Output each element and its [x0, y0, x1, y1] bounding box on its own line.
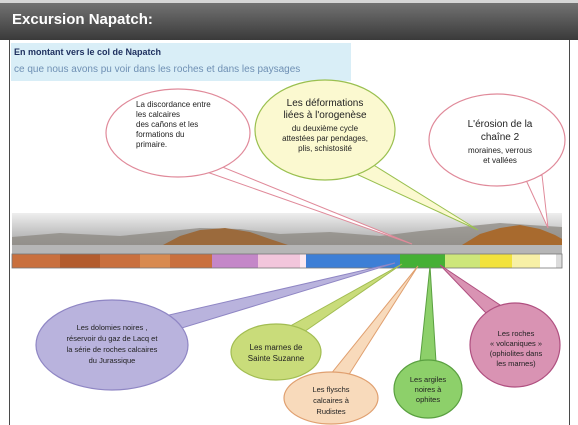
callout-roches-line: les marnes)	[496, 359, 536, 368]
callout-dolomies-bubble	[35, 299, 189, 391]
intro-band: En montant vers le col de Napatch ce que…	[11, 43, 351, 81]
slide-title: Excursion Napatch:	[12, 11, 153, 28]
marnes-pointer	[281, 263, 403, 335]
callout-erosion-bubble	[428, 93, 566, 187]
callout-erosion: L'érosion de la chaîne 2 moraines, verro…	[428, 93, 566, 187]
strata-light-green	[445, 254, 480, 268]
callout-flyschs-line: calcaires à	[313, 396, 350, 405]
callout-deformations-line: du deuxième cycle	[292, 124, 359, 133]
callout-roches: Les roches « volcaniques » (ophiolites d…	[469, 302, 561, 388]
strata-yellow	[480, 254, 512, 268]
callout-roches-line: (ophiolites dans	[490, 349, 543, 358]
callout-erosion-line: L'érosion de la	[468, 119, 533, 130]
strata-pale-pink	[300, 254, 306, 268]
panorama-hill-right	[462, 225, 562, 245]
callout-deformations-bubble	[254, 79, 396, 181]
strata-pink	[258, 254, 300, 268]
strata-green	[400, 254, 445, 268]
callout-discordance: La discordance entre les calcaires des c…	[105, 88, 251, 178]
callout-discordance-line: formations du	[136, 130, 184, 139]
callout-deformations-line: Les déformations	[287, 98, 364, 109]
strata-pale-yellow	[512, 254, 540, 268]
strata-orange	[12, 254, 212, 268]
callout-argiles-line: ophites	[416, 395, 440, 404]
callout-deformations: Les déformations liées à l'orogenèse du …	[254, 79, 396, 181]
callout-marnes: Les marnes de Sainte Suzanne	[230, 323, 322, 381]
callout-deformations-line: attestées par pendages,	[282, 134, 368, 143]
callout-argiles-line: Les argiles	[410, 375, 447, 384]
callout-dolomies-line: réservoir du gaz de Lacq et	[67, 334, 159, 343]
strata-orange-dark	[60, 254, 100, 268]
strata-gray	[556, 254, 562, 268]
callout-roches-line: « volcaniques »	[490, 339, 542, 348]
callout-marnes-bubble	[230, 323, 322, 381]
callout-discordance-line: des cañons et les	[136, 120, 198, 129]
strata-white	[540, 254, 556, 268]
callout-flyschs-line: Rudistes	[316, 407, 345, 416]
strata-purple	[212, 254, 258, 268]
callout-deformations-line: liées à l'orogenèse	[283, 110, 367, 121]
intro-heading: En montant vers le col de Napatch	[14, 47, 162, 57]
callout-roches-bubble	[469, 302, 561, 388]
strata-outline	[11, 253, 563, 269]
slide-header: Excursion Napatch:	[0, 0, 578, 40]
intro-subheading: ce que nous avons pu voir dans les roche…	[14, 64, 301, 75]
callout-erosion-line: et vallées	[483, 156, 517, 165]
strata-bar	[11, 253, 563, 269]
callout-flyschs-line: Les flyschs	[312, 385, 349, 394]
callout-discordance-bubble	[105, 88, 251, 178]
callout-erosion-line: chaîne 2	[481, 132, 520, 143]
strata-blue	[306, 254, 400, 268]
argiles-pointer	[419, 265, 437, 363]
callout-dolomies-line: la série de roches calcaires	[67, 345, 158, 354]
strata-orange-light	[140, 254, 170, 268]
panorama-hill-left	[163, 228, 288, 245]
panorama-ridge	[12, 223, 562, 245]
dolomies-pointer	[154, 262, 396, 332]
callout-flyschs-bubble	[283, 371, 379, 425]
callout-dolomies-line: du Jurassique	[89, 356, 136, 365]
slide-frame	[9, 40, 570, 425]
callout-roches-line: Les roches	[498, 329, 535, 338]
callout-discordance-line: La discordance entre	[136, 100, 211, 109]
callout-marnes-line: Sainte Suzanne	[248, 354, 305, 363]
callout-discordance-line: primaire.	[136, 140, 167, 149]
callout-argiles-bubble	[393, 359, 463, 419]
panorama-label-band	[12, 245, 562, 254]
callout-dolomies: Les dolomies noires , réservoir du gaz d…	[35, 299, 189, 391]
callout-deformations-line: plis, schistosité	[298, 144, 352, 153]
callout-argiles-line: noires à	[415, 385, 443, 394]
roches-pointer	[439, 264, 501, 314]
callout-argiles: Les argiles noires à ophites	[393, 359, 463, 419]
callout-flyschs: Les flyschs calcaires à Rudistes	[283, 371, 379, 425]
callout-discordance-line: les calcaires	[136, 110, 180, 119]
callout-marnes-line: Les marnes de	[250, 343, 303, 352]
panorama-strip	[12, 213, 562, 254]
callout-dolomies-line: Les dolomies noires ,	[77, 323, 148, 332]
callout-erosion-line: moraines, verrous	[468, 146, 532, 155]
